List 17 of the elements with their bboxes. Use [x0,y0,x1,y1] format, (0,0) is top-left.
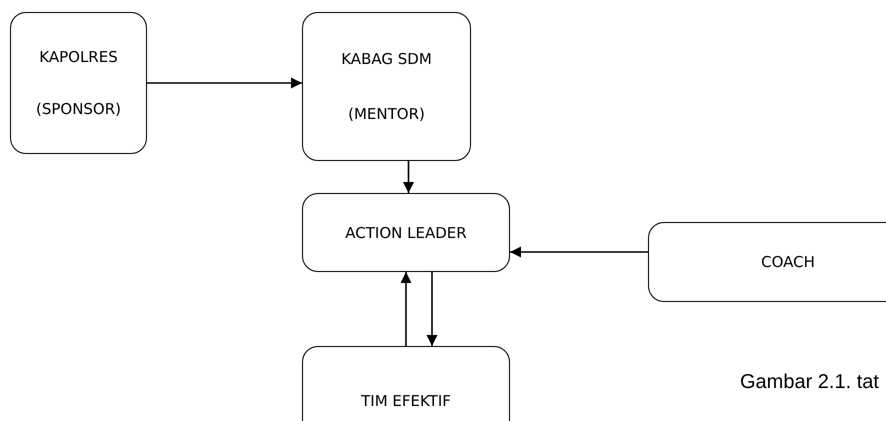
arrow [402,161,414,193]
arrow [147,77,302,89]
process-box [648,222,886,302]
figure-caption: Gambar 2.1. tat [740,371,879,394]
box-label: TIM EFEKTIF [361,392,451,410]
process-box [302,193,510,272]
box-label: KABAG SDM [341,50,432,68]
box-label: KAPOLRES [39,48,118,66]
box-label: ACTION LEADER [345,224,467,242]
arrow [426,272,438,346]
arrow [400,272,412,346]
process-box [10,12,147,154]
box-label: COACH [761,253,815,271]
process-box [302,12,471,161]
box-label: (SPONSOR) [36,100,122,118]
box-label: (MENTOR) [348,105,425,124]
arrow [510,246,648,258]
